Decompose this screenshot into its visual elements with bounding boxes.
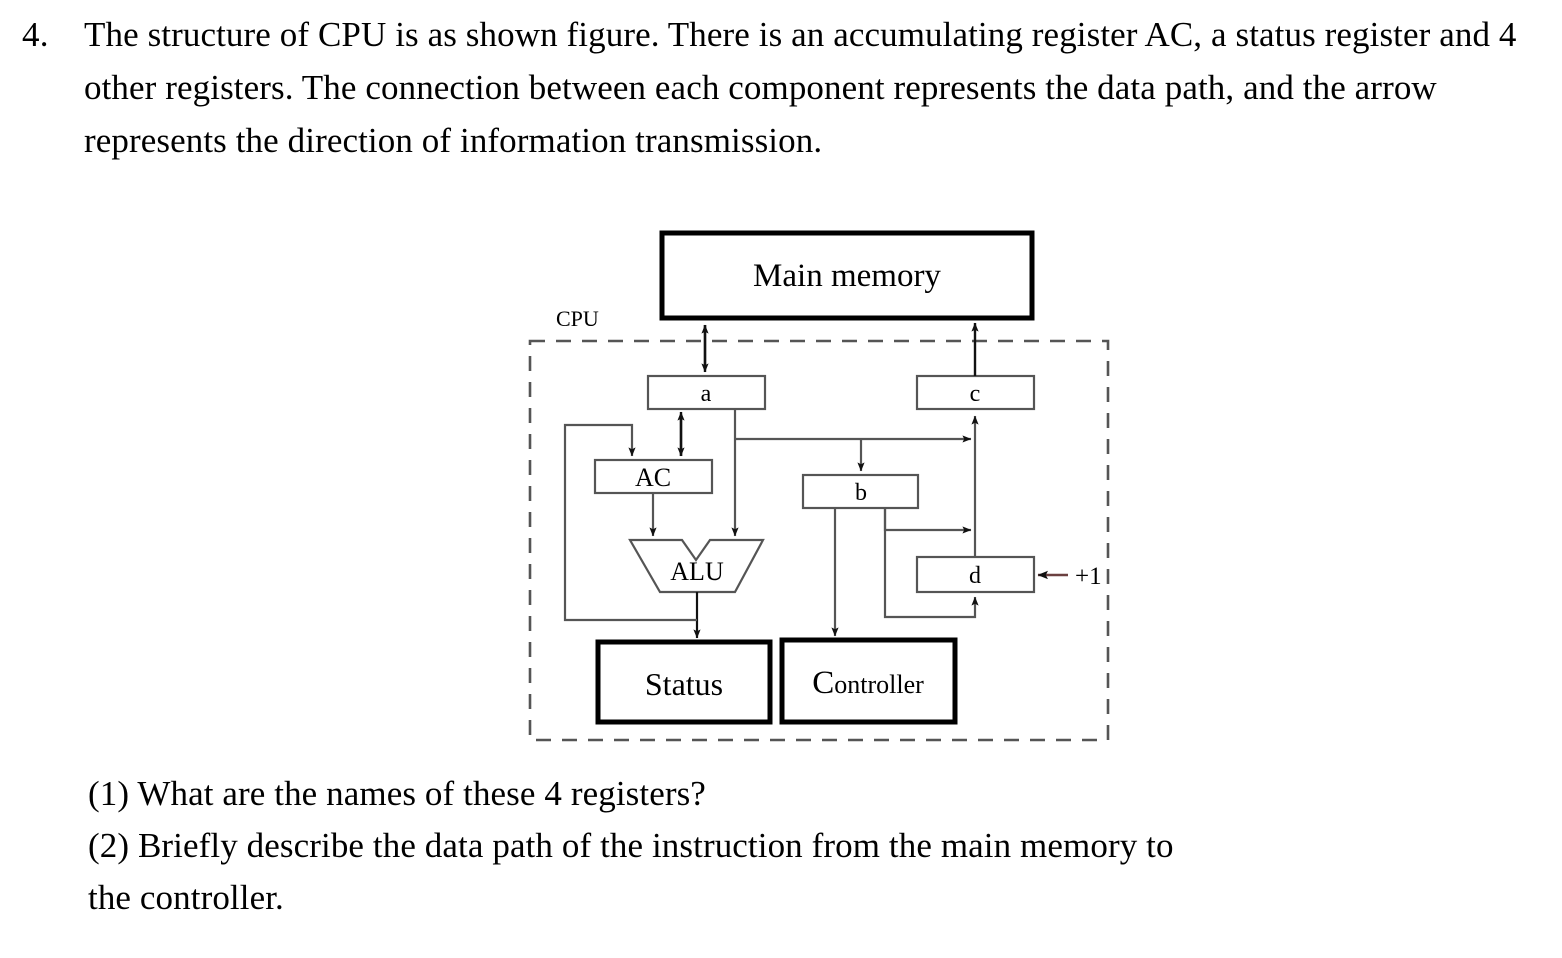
- status-label: Status: [645, 666, 723, 702]
- cpu-boundary-label: CPU: [556, 306, 599, 331]
- register-a-label: a: [701, 381, 712, 407]
- main-memory-label: Main memory: [753, 258, 941, 294]
- status-box: [595, 639, 773, 725]
- controller-box: [779, 637, 958, 725]
- cpu-diagram-svg: CPU Main memory a c b d AC ALU S: [528, 230, 1110, 742]
- edge-b-to-d: [883, 508, 979, 619]
- cpu-structure-figure: CPU Main memory a c b d AC ALU S: [0, 220, 1562, 760]
- increment-label: +1: [1075, 563, 1102, 590]
- alu-shape: [628, 538, 765, 594]
- question-number: 4.: [22, 15, 49, 54]
- question-text: The structure of CPU is as shown figure.…: [84, 15, 1517, 160]
- register-c-box: [915, 374, 1036, 411]
- edge-alu-feedback-to-ac: [563, 423, 697, 622]
- register-c-label: c: [970, 381, 981, 407]
- controller-label: Controller: [812, 665, 924, 701]
- accumulator-label: AC: [635, 463, 671, 492]
- main-memory-box: [659, 230, 1035, 321]
- register-a-box: [646, 374, 767, 411]
- question-intro: 4. The structure of CPU is as shown figu…: [22, 8, 1542, 167]
- sub-question-2-line-2: the controller.: [88, 878, 284, 917]
- register-d-label: d: [969, 563, 981, 589]
- sub-question-2-line-1: (2) Briefly describe the data path of th…: [88, 826, 1174, 865]
- alu-label: ALU: [670, 557, 724, 586]
- register-b-label: b: [855, 480, 867, 506]
- cpu-boundary-dashed: [528, 339, 1110, 742]
- register-b-box: [801, 473, 920, 510]
- sub-questions: (1) What are the names of these 4 regist…: [88, 768, 1538, 924]
- accumulator-box: [593, 458, 714, 495]
- edge-b-to-c-bus: [883, 508, 972, 534]
- sub-question-1: (1) What are the names of these 4 regist…: [88, 774, 706, 813]
